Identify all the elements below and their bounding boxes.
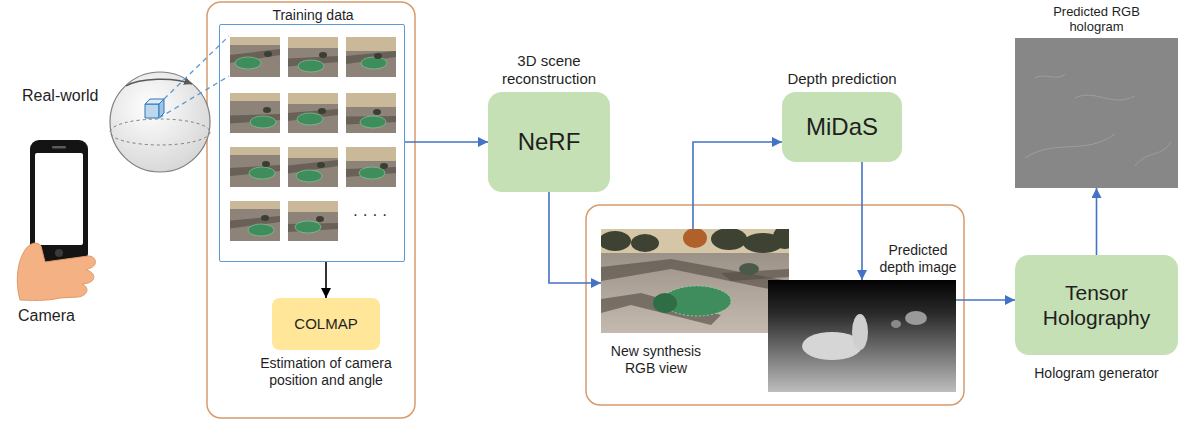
group-outline bbox=[207, 2, 415, 418]
node-caption: Training data bbox=[238, 7, 388, 24]
image-panel: New synthesis RGB view bbox=[601, 229, 789, 333]
process-box: Tensor HolographyHologram generator bbox=[1015, 255, 1178, 355]
flow-arrow bbox=[693, 142, 782, 229]
group-outline bbox=[586, 205, 964, 405]
flow-arrow bbox=[405, 141, 488, 143]
image-panel: Predicted depth image bbox=[768, 280, 956, 392]
node-title: Tensor Holography bbox=[1027, 280, 1167, 330]
node-caption: New synthesis RGB view bbox=[601, 343, 711, 377]
flow-arrow bbox=[325, 262, 327, 298]
image-illustration bbox=[601, 229, 789, 333]
flow-arrow bbox=[549, 192, 601, 283]
training-thumbnail bbox=[288, 37, 338, 77]
hand bbox=[17, 243, 95, 300]
node-caption: Hologram generator bbox=[1017, 365, 1177, 382]
process-box: COLMAPEstimation of camera position and … bbox=[272, 298, 380, 350]
process-box: Depth predictionMiDaS bbox=[782, 92, 902, 162]
node-title: MiDaS bbox=[806, 113, 878, 142]
training-thumbnail bbox=[230, 37, 280, 77]
training-thumbnail bbox=[230, 93, 280, 133]
training-thumbnail bbox=[230, 147, 280, 187]
capture-sphere bbox=[110, 72, 210, 172]
training-thumbnail bbox=[346, 93, 396, 133]
node-caption: Estimation of camera position and angle bbox=[256, 355, 396, 389]
training-thumbnail bbox=[230, 201, 280, 241]
training-thumbnail bbox=[346, 147, 396, 187]
image-illustration bbox=[220, 25, 406, 263]
flow-arrow bbox=[1096, 188, 1098, 255]
node-caption: Predicted depth image bbox=[876, 242, 960, 276]
image-illustration bbox=[1015, 38, 1178, 188]
free-label: Camera bbox=[18, 306, 75, 325]
image-illustration bbox=[768, 280, 956, 392]
training-thumbnail bbox=[346, 37, 396, 77]
node-caption: Predicted RGB hologram bbox=[1037, 4, 1157, 35]
image-panel: Predicted RGB hologram bbox=[1015, 38, 1178, 188]
node-title: NeRF bbox=[518, 128, 581, 157]
node-caption: Depth prediction bbox=[772, 70, 912, 88]
process-box: 3D scene reconstructionNeRF bbox=[488, 92, 610, 192]
flow-arrow bbox=[861, 162, 863, 280]
node-caption: 3D scene reconstruction bbox=[494, 52, 604, 88]
image-set-box: Training data bbox=[219, 24, 405, 262]
node-title: COLMAP bbox=[294, 315, 357, 333]
free-label: · · · · bbox=[345, 205, 395, 224]
training-thumbnail bbox=[288, 201, 338, 241]
training-thumbnail bbox=[288, 93, 338, 133]
free-label: Real-world bbox=[22, 86, 98, 105]
training-thumbnail bbox=[288, 147, 338, 187]
flow-arrow bbox=[956, 299, 1015, 301]
